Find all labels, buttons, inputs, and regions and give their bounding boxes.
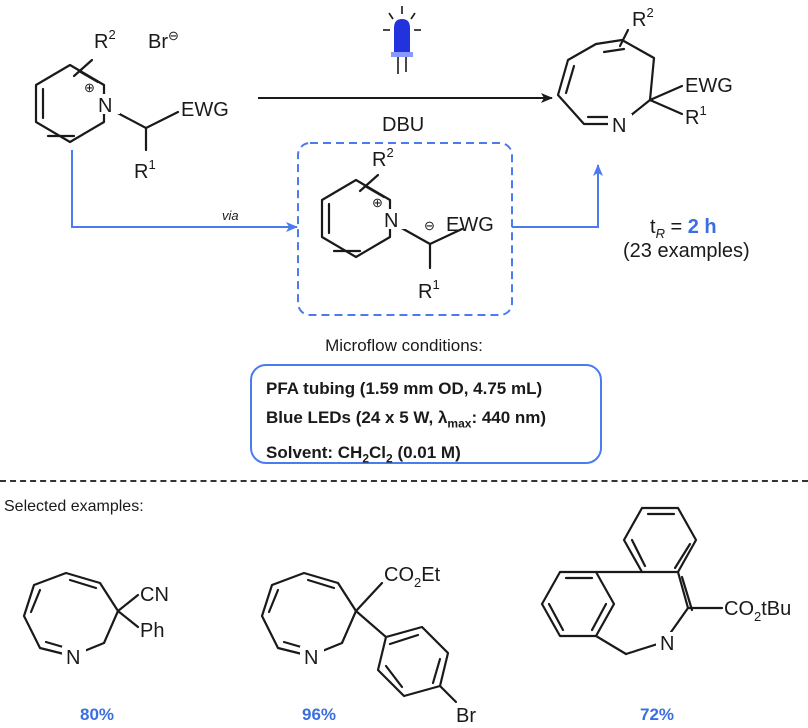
to-product-path-line xyxy=(512,164,603,228)
example-3-structure: N CO2tBu xyxy=(540,506,791,656)
ylide-ewg-label: EWG xyxy=(446,214,494,236)
example-2-structure: N CO2Et Br xyxy=(260,564,476,727)
examples-note: (23 examples) xyxy=(623,240,750,262)
via-label: via xyxy=(222,208,239,223)
example-1-structure: N CN Ph xyxy=(22,571,169,669)
ylide-n-label: N xyxy=(384,210,398,232)
product-azepine: N R2 EWG R1 xyxy=(556,5,733,137)
section-divider xyxy=(0,480,808,482)
ylide-minus-charge: ⊖ xyxy=(424,218,435,233)
example-3-yield: 72% xyxy=(640,705,675,724)
example-2-br-label: Br xyxy=(456,705,476,727)
product-r2-label: R2 xyxy=(632,5,654,31)
start-plus-charge: ⊕ xyxy=(84,80,95,95)
pyridinium-salt: N ⊕ R2 Br⊖ EWG R1 xyxy=(34,27,229,183)
reagent-label: DBU xyxy=(382,114,424,136)
residence-time-label: tR = 2 h xyxy=(650,216,717,241)
counter-ion-bromide: Br⊖ xyxy=(148,28,179,53)
start-r1-label: R1 xyxy=(134,157,156,183)
pyridinium-ylide: N ⊕ ⊖ R2 EWG R1 xyxy=(320,145,494,303)
example-1-ph-label: Ph xyxy=(140,620,164,642)
condition-tubing: PFA tubing (1.59 mm OD, 4.75 mL) xyxy=(266,379,543,398)
condition-solvent: Solvent: CH2Cl2 (0.01 M) xyxy=(266,443,461,466)
conditions-title: Microflow conditions: xyxy=(325,336,483,355)
start-ewg-label: EWG xyxy=(181,99,229,121)
via-path-line xyxy=(71,150,298,232)
start-r2-label: R2 xyxy=(94,27,116,53)
example-2-yield: 96% xyxy=(302,705,337,724)
selected-examples-heading: Selected examples: xyxy=(4,498,144,515)
product-n-label: N xyxy=(612,115,626,137)
blue-led-icon xyxy=(383,6,421,74)
example-1-yield: 80% xyxy=(80,705,115,724)
ylide-r1-label: R1 xyxy=(418,277,440,303)
ylide-r2-label: R2 xyxy=(372,145,394,171)
conditions-box: PFA tubing (1.59 mm OD, 4.75 mL) Blue LE… xyxy=(250,364,602,466)
start-n-label: N xyxy=(98,95,112,117)
ylide-plus-charge: ⊕ xyxy=(372,195,383,210)
product-r1-label: R1 xyxy=(685,103,707,129)
ylide-intermediate-box xyxy=(297,142,513,316)
example-3-n-label: N xyxy=(660,633,674,655)
example-3-ester-label: CO2tBu xyxy=(724,598,791,624)
example-1-n-label: N xyxy=(66,647,80,669)
condition-leds: Blue LEDs (24 x 5 W, λmax: 440 nm) xyxy=(266,408,547,431)
example-2-ester-label: CO2Et xyxy=(384,564,441,590)
example-1-cn-label: CN xyxy=(140,584,169,606)
example-2-n-label: N xyxy=(304,647,318,669)
product-ewg-label: EWG xyxy=(685,75,733,97)
